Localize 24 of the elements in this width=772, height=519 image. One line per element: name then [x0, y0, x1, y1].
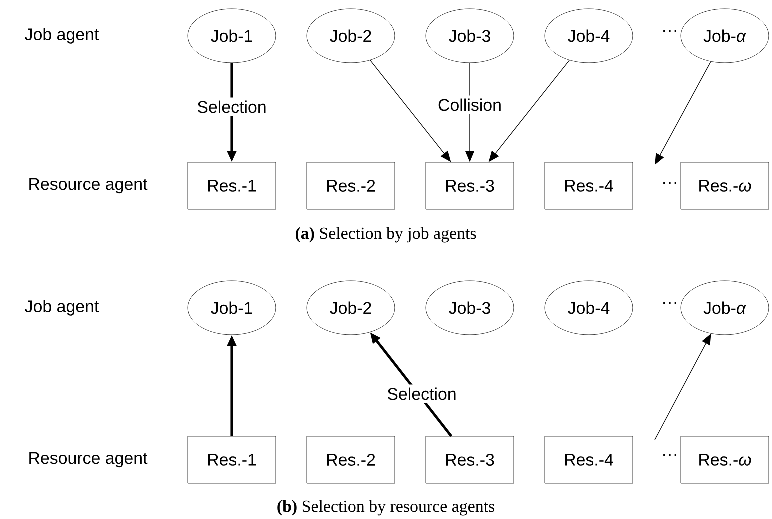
- resource-box: Res.-ω: [680, 162, 770, 210]
- resource-box: Res.-1: [188, 436, 276, 484]
- resource-box: Res.-3: [426, 436, 514, 484]
- resource-box: Res.-3: [426, 162, 514, 210]
- resource-box: Res.-4: [544, 162, 634, 210]
- ellipsis: ···: [664, 182, 676, 184]
- row-label: Job agent: [25, 28, 100, 44]
- resource-box: Res.-ω: [680, 436, 770, 484]
- edge-label: Selection: [194, 98, 270, 116]
- resource-box: Res.-2: [306, 436, 396, 484]
- row-label: Job agent: [25, 300, 100, 316]
- ellipsis: ···: [664, 302, 676, 304]
- caption: (b) Selection by resource agents: [278, 500, 495, 516]
- caption: (a) Selection by job agents: [296, 227, 476, 243]
- arrow: [655, 61, 712, 165]
- edge-label: Collision: [435, 96, 505, 114]
- ellipsis: ···: [664, 30, 676, 32]
- resource-box: Res.-2: [306, 162, 396, 210]
- ellipsis: ···: [664, 454, 676, 456]
- resource-box: Res.-1: [188, 162, 276, 210]
- row-label: Resource agent: [30, 452, 148, 468]
- resource-box: Res.-4: [544, 436, 634, 484]
- row-label: Resource agent: [30, 178, 148, 194]
- edge-label: Selection: [384, 384, 460, 404]
